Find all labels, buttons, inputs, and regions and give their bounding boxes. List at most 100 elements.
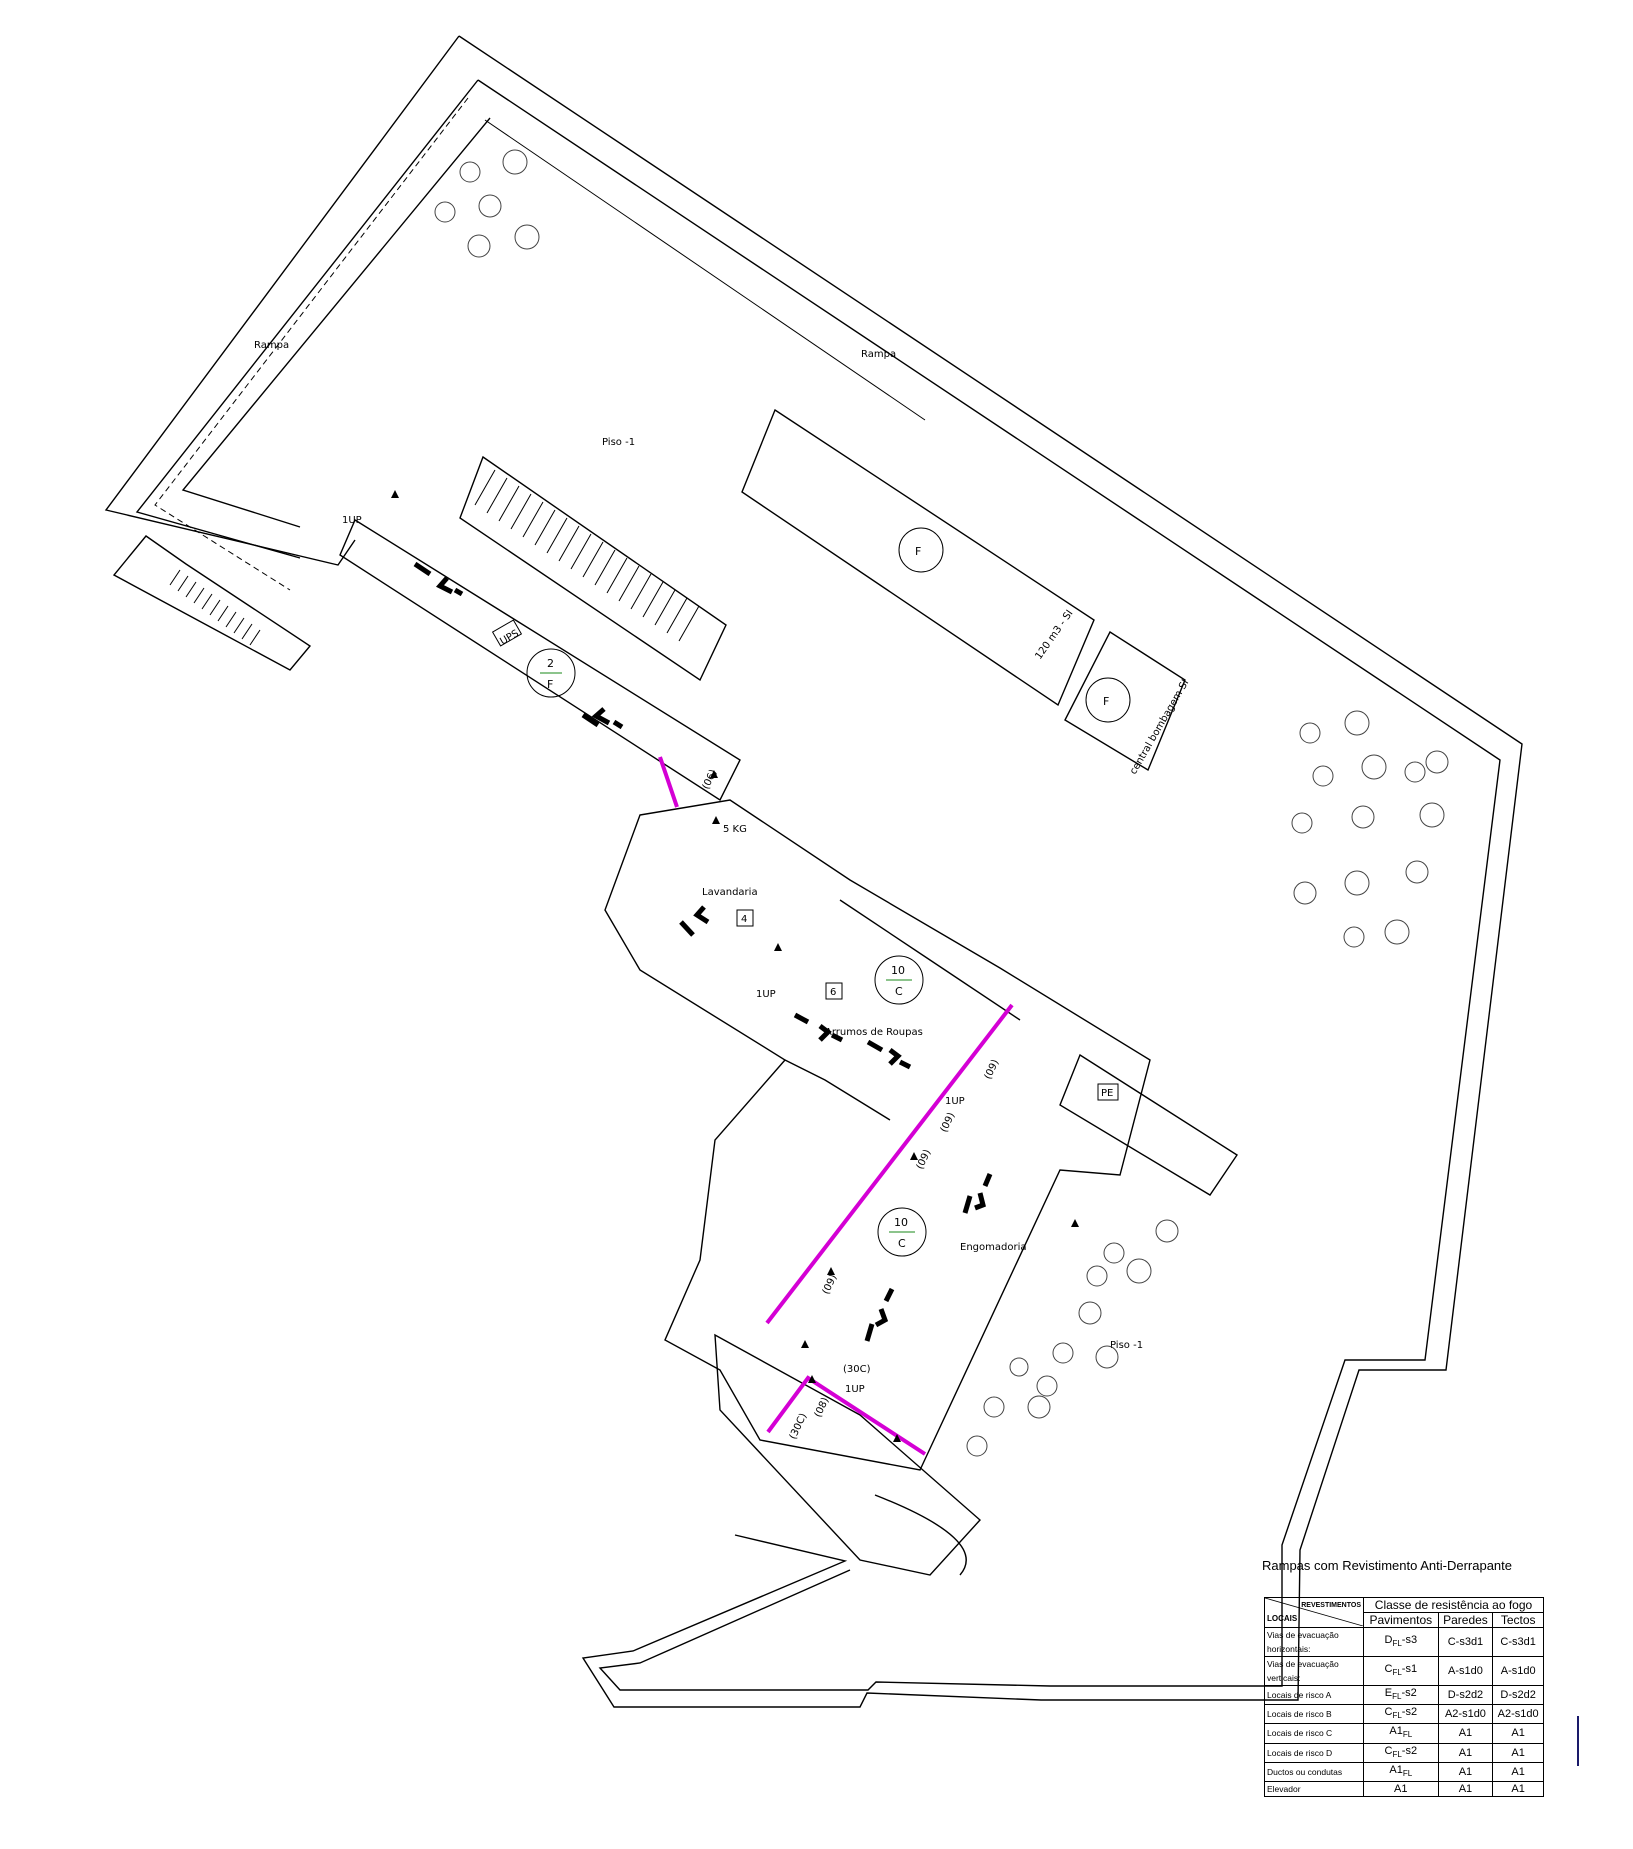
door-label-09c: (09) <box>821 1273 840 1296</box>
ramp-wall-2 <box>181 117 491 528</box>
exterior-stair <box>112 535 312 671</box>
pump-house <box>1064 630 1186 772</box>
floor-main: A1 <box>1389 1725 1403 1738</box>
up-label-2: 1UP <box>756 989 776 1000</box>
floor-tail: -s2 <box>1401 1706 1418 1719</box>
floor-main: C <box>1384 1744 1393 1757</box>
row-floor: DFL-s3 <box>1363 1627 1439 1657</box>
pe-label: PE <box>1101 1088 1113 1099</box>
room-4-label: 4 <box>741 914 747 925</box>
up-label-1: 1UP <box>342 515 362 526</box>
row-floor: CFL-s2 <box>1363 1704 1439 1725</box>
header-walls: Paredes <box>1437 1612 1494 1628</box>
row-local: Locais de risco C <box>1264 1723 1364 1744</box>
row-ceiling: A1 <box>1492 1780 1544 1797</box>
central-stair-treads <box>474 469 700 642</box>
pump-f-label: F <box>1103 695 1109 708</box>
tree-icons <box>434 149 1449 1457</box>
fire-line-3 <box>766 1375 927 1456</box>
row-local: Vias de evacuação horizontais: <box>1264 1627 1364 1657</box>
piso-label-top: Piso -1 <box>602 437 635 448</box>
floor-main: A1 <box>1394 1782 1408 1795</box>
row-floor: EFL-s2 <box>1363 1684 1439 1706</box>
floor-tail: -s3 <box>1401 1633 1418 1646</box>
risk-2-class: F <box>547 678 553 691</box>
floor-tail: -s1 <box>1401 1662 1418 1675</box>
header-ceiling: Tectos <box>1492 1612 1544 1628</box>
floor-main: C <box>1384 1662 1393 1675</box>
door-label-30c: (30C) <box>843 1364 871 1375</box>
up-label-4: 1UP <box>845 1384 865 1395</box>
extinguisher-label: 5 KG <box>723 824 747 835</box>
up-label-3: 1UP <box>945 1096 965 1107</box>
row-floor: CFL-s2 <box>1363 1742 1439 1763</box>
floor-main: D <box>1384 1633 1393 1646</box>
row-ceiling: A-s1d0 <box>1492 1656 1544 1686</box>
rampa-label-1: Rampa <box>254 340 289 351</box>
floor-tail: -s2 <box>1401 1687 1417 1699</box>
header-floor: Pavimentos <box>1363 1612 1439 1628</box>
inner-wall-1 <box>784 1059 891 1121</box>
legend-marker-bar <box>1577 1716 1579 1766</box>
door-label-06: (06) <box>701 768 720 791</box>
floor-sub: FL <box>1402 1768 1413 1778</box>
pe-box <box>1097 1083 1119 1101</box>
ramp-top-edge <box>484 119 926 421</box>
row-local: Elevador <box>1264 1780 1364 1797</box>
row-walls: C-s3d1 <box>1437 1627 1494 1657</box>
row-floor: A1FL <box>1363 1723 1439 1744</box>
row-walls: A1 <box>1437 1761 1494 1782</box>
risk-2-circle <box>526 648 576 698</box>
corner-locais: LOCAIS <box>1267 1614 1298 1623</box>
row-walls: A-s1d0 <box>1437 1656 1494 1686</box>
row-walls: D-s2d2 <box>1437 1684 1494 1706</box>
risk-10a-number: 10 <box>891 964 905 977</box>
floor-main: A1 <box>1389 1763 1403 1776</box>
risk-10a-class: C <box>895 985 903 998</box>
floor-sub: FL <box>1392 1749 1402 1759</box>
row-local: Ductos ou condutas <box>1264 1761 1364 1782</box>
row-walls: A1 <box>1437 1723 1494 1744</box>
room-4-box <box>736 909 754 927</box>
row-floor: CFL-s1 <box>1363 1656 1439 1686</box>
floor-sub: FL <box>1392 1668 1402 1678</box>
pe-room <box>1059 1053 1238 1196</box>
table-corner: REVESTIMENTOS LOCAIS <box>1264 1597 1364 1628</box>
floor-tail: -s2 <box>1401 1744 1418 1757</box>
room-6-label: 6 <box>830 987 836 998</box>
row-local: Locais de risco B <box>1264 1704 1364 1725</box>
extinguisher-icons <box>391 490 1079 1442</box>
site-boundary-inner <box>477 79 1501 1691</box>
water-tank <box>741 408 1095 707</box>
stair-tower <box>714 1333 981 1576</box>
legend-title: Rampas com Revistimento Anti-Derrapante <box>1262 1558 1512 1573</box>
floor-sub: FL <box>1392 1639 1402 1649</box>
row-floor: A1FL <box>1363 1761 1439 1782</box>
room-6-box <box>825 982 843 1000</box>
risk-10b-circle <box>877 1207 927 1257</box>
row-local: Locais de risco D <box>1264 1742 1364 1763</box>
row-ceiling: A1 <box>1492 1761 1544 1782</box>
row-floor: A1 <box>1363 1780 1439 1797</box>
tank-f-label: F <box>915 545 921 558</box>
pump-label: central bombagem SI <box>1128 678 1191 777</box>
evacuation-arrows <box>413 561 993 1342</box>
floor-sub: FL <box>1402 1730 1413 1740</box>
arrumos-label: Arrumos de Roupas <box>825 1027 923 1038</box>
ups-box <box>491 619 523 647</box>
door-label-30c-2: (30C) <box>788 1412 810 1442</box>
ups-label: UPS <box>498 628 521 647</box>
tank-f-circle <box>898 527 944 573</box>
floor-sub: FL <box>1392 1692 1402 1702</box>
row-ceiling: C-s3d1 <box>1492 1627 1544 1657</box>
ramp-dashed <box>154 97 469 591</box>
risk-10b-number: 10 <box>894 1216 908 1229</box>
central-stair <box>459 455 727 682</box>
inner-wall-2 <box>839 899 1021 1021</box>
engomadoria-label: Engomadoria <box>960 1242 1026 1253</box>
